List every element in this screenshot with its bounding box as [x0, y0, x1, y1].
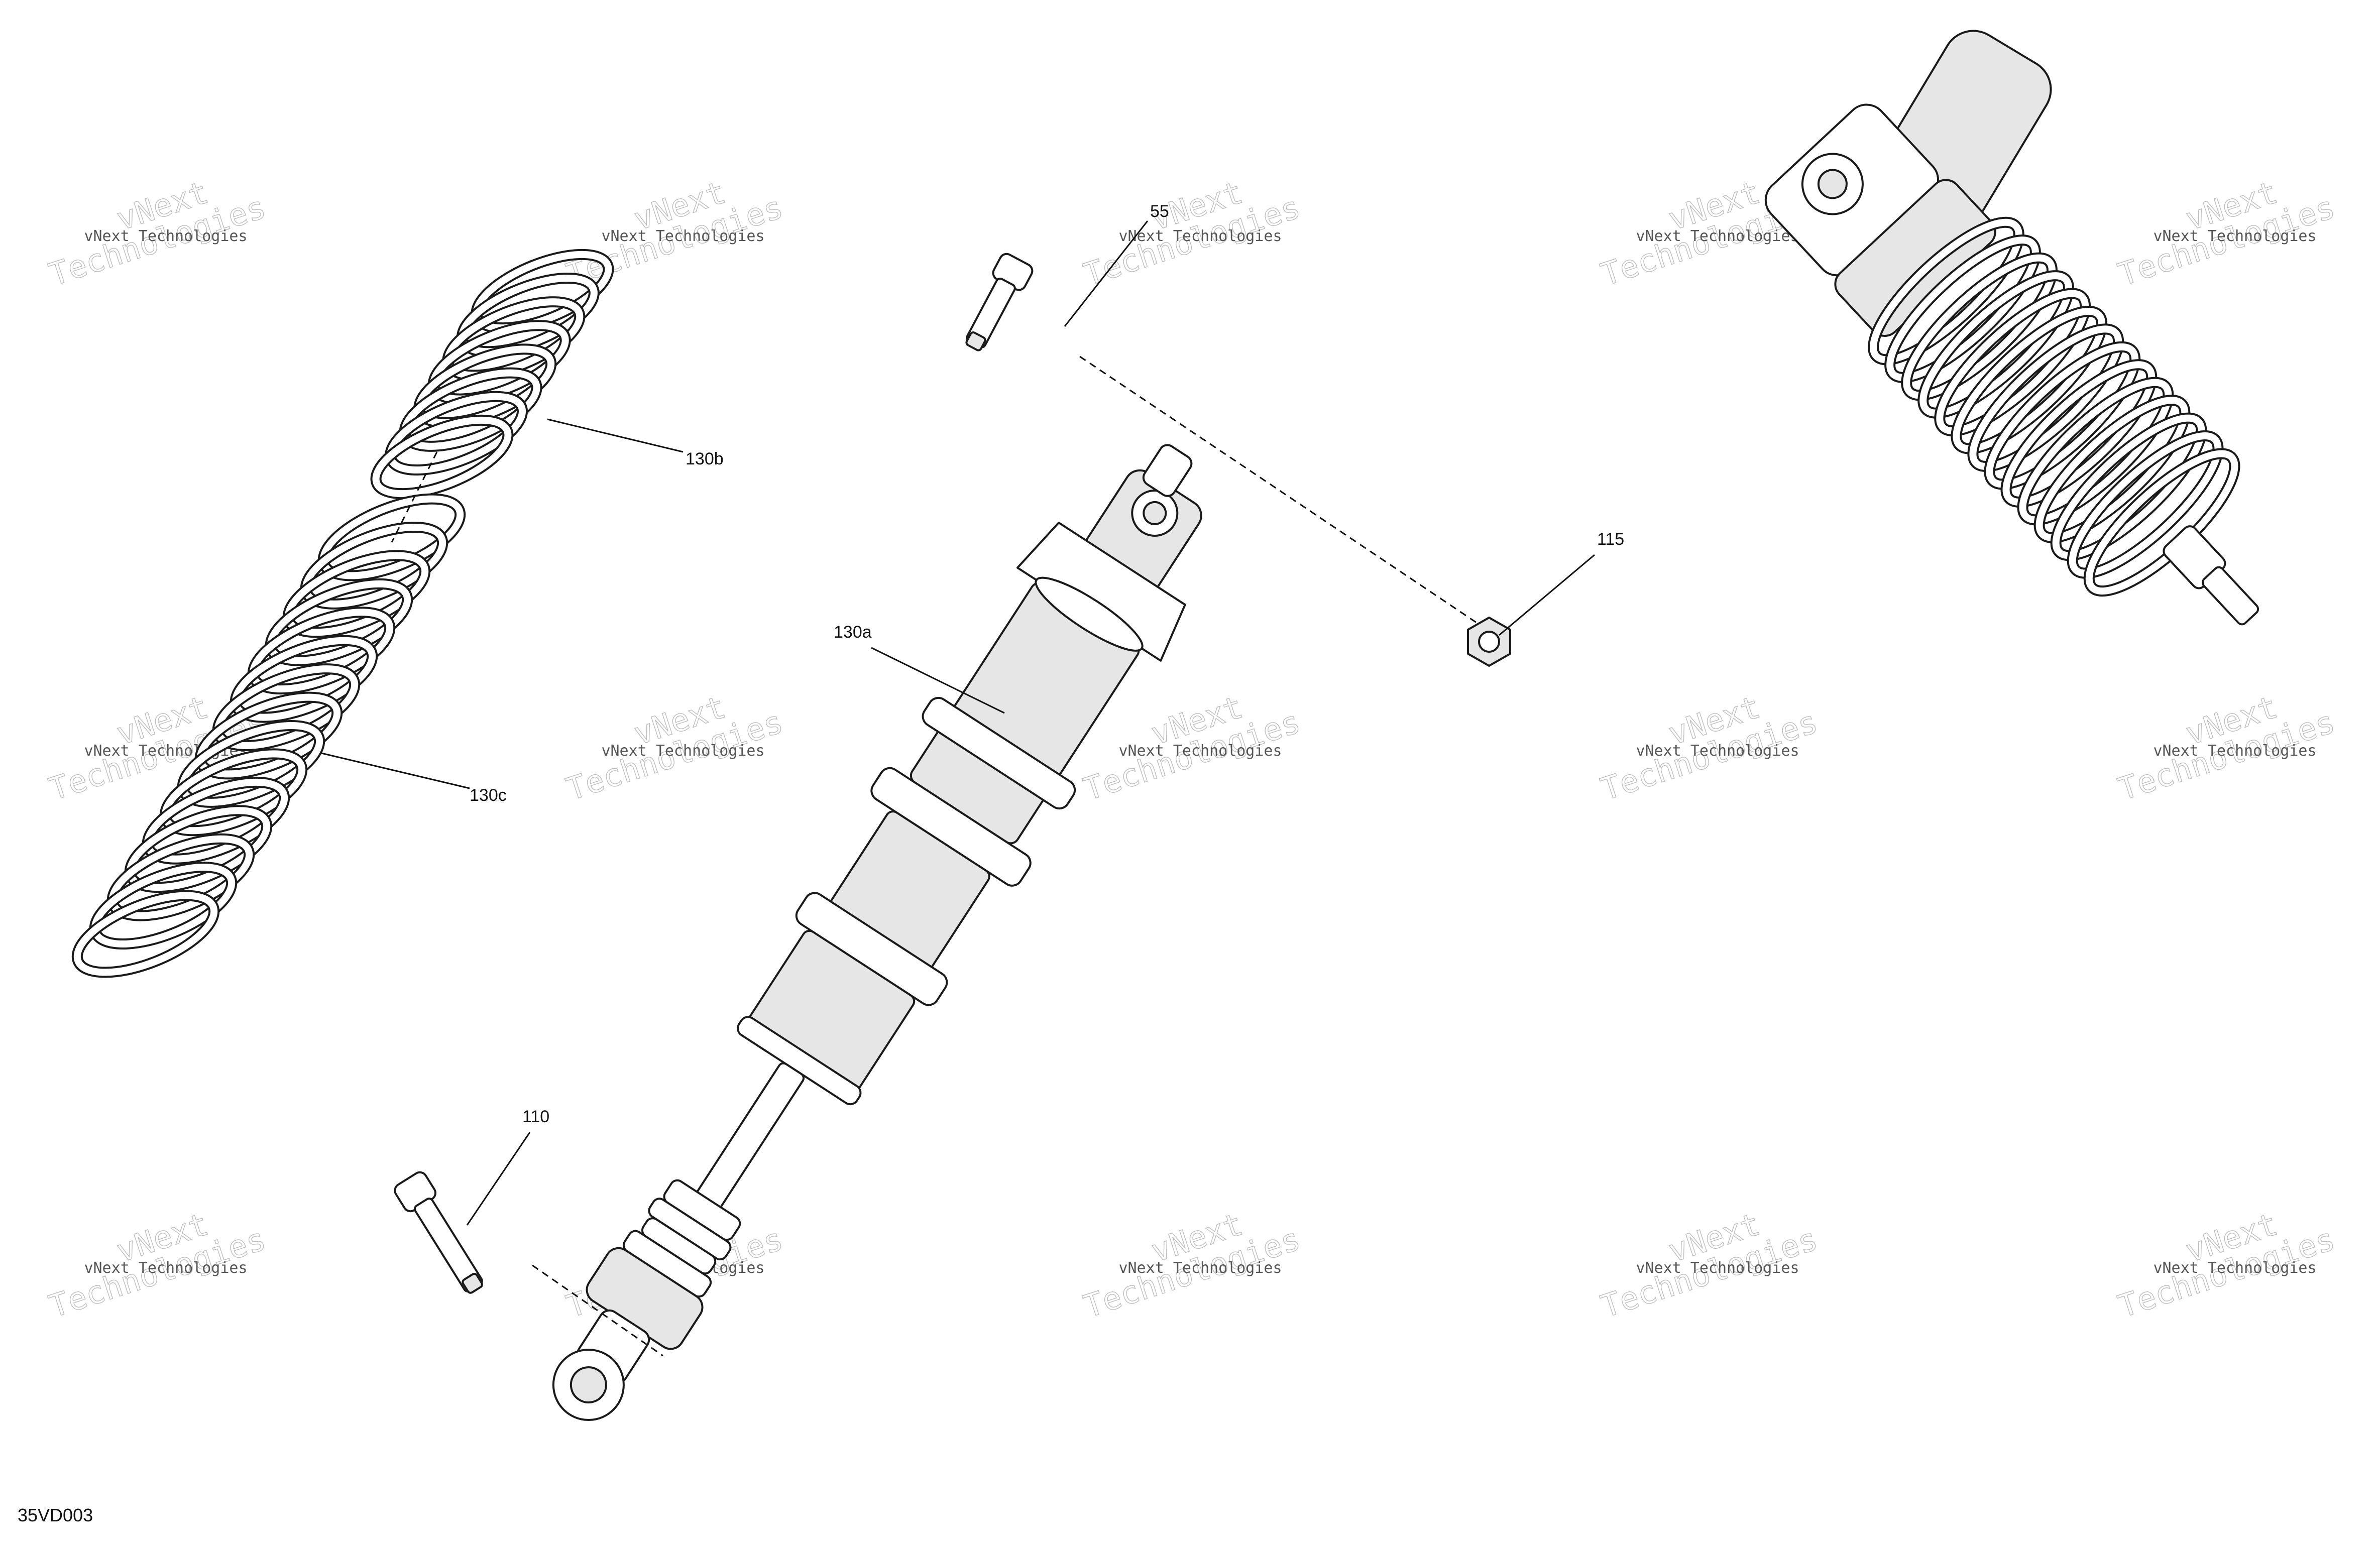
bolt-55-axis-dash	[1079, 355, 1477, 624]
watermark-small: vNext Technologies	[2153, 227, 2316, 245]
spring-coil	[1886, 236, 2039, 381]
leader-130b	[547, 418, 684, 453]
spring-coil	[2035, 397, 2189, 541]
callout-130c: 130c	[470, 786, 507, 805]
watermark-small: vNext Technologies	[1636, 742, 1799, 760]
assembled-shock	[1764, 30, 2259, 626]
spring-axis-dash	[391, 451, 438, 543]
spring-coil	[1919, 272, 2072, 417]
figure-code: 35VD003	[18, 1505, 93, 1525]
callout-130b: 130b	[686, 449, 724, 468]
watermark-small: vNext Technologies	[84, 1259, 247, 1277]
spring-coil	[1969, 325, 2122, 470]
spring-coil	[2002, 361, 2156, 506]
watermark-small: vNext Technologies	[601, 742, 764, 760]
spring-coil	[1903, 254, 2056, 399]
watermark-small: vNext Technologies	[2153, 1259, 2316, 1277]
leader-55	[1064, 220, 1149, 327]
callout-110: 110	[522, 1107, 549, 1126]
spring-coil	[372, 416, 512, 498]
callout-55: 55	[1150, 202, 1169, 221]
callout-130a: 130a	[834, 623, 872, 642]
spring-coil	[1986, 343, 2139, 488]
watermark-small: vNext Technologies	[1636, 1259, 1799, 1277]
watermark-small: vNext Technologies	[1118, 227, 1282, 245]
watermark-small: vNext Technologies	[2153, 742, 2316, 760]
watermark-small: vNext Technologies	[601, 227, 764, 245]
watermark-small: vNext Technologies	[1118, 1259, 1282, 1277]
spring-coil	[73, 892, 218, 976]
upper-spring-130b	[370, 249, 614, 500]
spring-coil	[2019, 379, 2172, 524]
lower-spring-130c	[71, 493, 466, 978]
nut-115	[1467, 617, 1511, 667]
leader-115	[1499, 554, 1595, 636]
bolt-110	[394, 1171, 483, 1294]
spring-coil	[1936, 290, 2089, 435]
watermark-small: vNext Technologies	[1636, 227, 1799, 245]
spring-coil	[1870, 218, 2022, 364]
spring-coil	[2069, 432, 2222, 577]
bolt-110-axis-dash	[532, 1264, 663, 1357]
watermark-small: vNext Technologies	[1118, 742, 1282, 760]
bolt-55	[965, 253, 1034, 351]
shock-absorber-130a	[552, 444, 1202, 1421]
watermark-small: vNext Technologies	[84, 227, 247, 245]
callout-115: 115	[1597, 530, 1624, 549]
spring-coil	[2052, 414, 2205, 559]
leader-130c	[321, 752, 470, 789]
leader-110	[466, 1132, 531, 1226]
leader-130a	[871, 647, 1005, 714]
spring-coil	[1953, 307, 2106, 452]
